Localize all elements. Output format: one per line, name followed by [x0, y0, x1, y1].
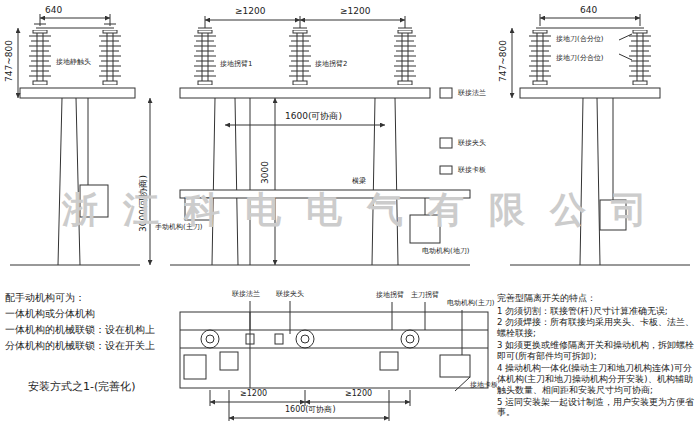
dimension-label: 1600(可协商) — [285, 405, 336, 415]
part-label: 联接卡板 — [458, 166, 486, 174]
dimension-label: ≥1200 — [235, 6, 265, 17]
dimension-label: 640 — [580, 5, 597, 16]
note-line: 分体机构的机械联锁：设在开关上 — [5, 340, 155, 352]
part-label: 接地静触头 — [56, 58, 91, 66]
note-line: 2 勿须焊接：所有联接均采用夹头、卡板、法兰、螺栓联接; — [497, 317, 695, 339]
note-heading: 完善型隔离开关的特点： — [497, 293, 695, 305]
dimension-label: 640 — [45, 5, 62, 16]
part-label: 电动机构(主刀) — [447, 299, 494, 307]
note-line: 配手动机构可为： — [5, 292, 85, 304]
part-label: 联接夹头 — [276, 290, 304, 298]
dimension-label: ≥1200 — [240, 389, 267, 399]
dimension-label: 747~800 — [498, 40, 509, 82]
dimension-label: 747~800 — [4, 40, 15, 82]
part-label: 联接夹头 — [458, 139, 486, 147]
caption: 安装方式之1-(完善化) — [28, 380, 136, 393]
dimension-label: ≥1200 — [345, 389, 372, 399]
note-line: 5 运同安装架一起设计制造，用户安装更为方便省事。 — [497, 397, 695, 419]
part-label: 联接法兰 — [458, 89, 486, 97]
part-label: 横梁 — [352, 177, 366, 185]
part-label: 接地卡板 — [470, 381, 498, 389]
part-label: 接地刀(分合位) — [556, 54, 603, 62]
watermark: 浙江科电电气有限公司 — [62, 188, 672, 231]
part-label: 联接法兰 — [232, 290, 260, 298]
note-line: 4 操动机构一体化(操动主刀和地刀机构连体)可分体机构(主刀和地刀操动机构分开安… — [497, 363, 695, 396]
part-label: 主刀拐臂 — [411, 291, 439, 299]
note-line: 1 勿须切割：联接管(杆)尺寸计算准确无误; — [497, 306, 695, 317]
plan-view — [180, 301, 488, 391]
dimension-label: 3000 — [260, 161, 271, 184]
part-label: 接地拐臂 — [376, 291, 404, 299]
part-label: 接地拐臂2 — [315, 60, 347, 68]
note-line: 一体机构的机械联锁：设在机构上 — [5, 324, 155, 336]
part-label: 接地拐臂1 — [220, 60, 252, 68]
part-label: 电动机构(地刀) — [422, 247, 469, 255]
note-line: 一体机构或分体机构 — [5, 308, 95, 320]
dimension-label: 1600(可协商) — [285, 111, 342, 122]
part-label: 接地刀(合分位) — [556, 35, 603, 43]
dimension-label: ≥1200 — [340, 6, 370, 17]
note-line: 3 如须更换或维修隔离开关和操动机构，拆卸螺栓即可(所有部件均可拆卸); — [497, 340, 695, 362]
